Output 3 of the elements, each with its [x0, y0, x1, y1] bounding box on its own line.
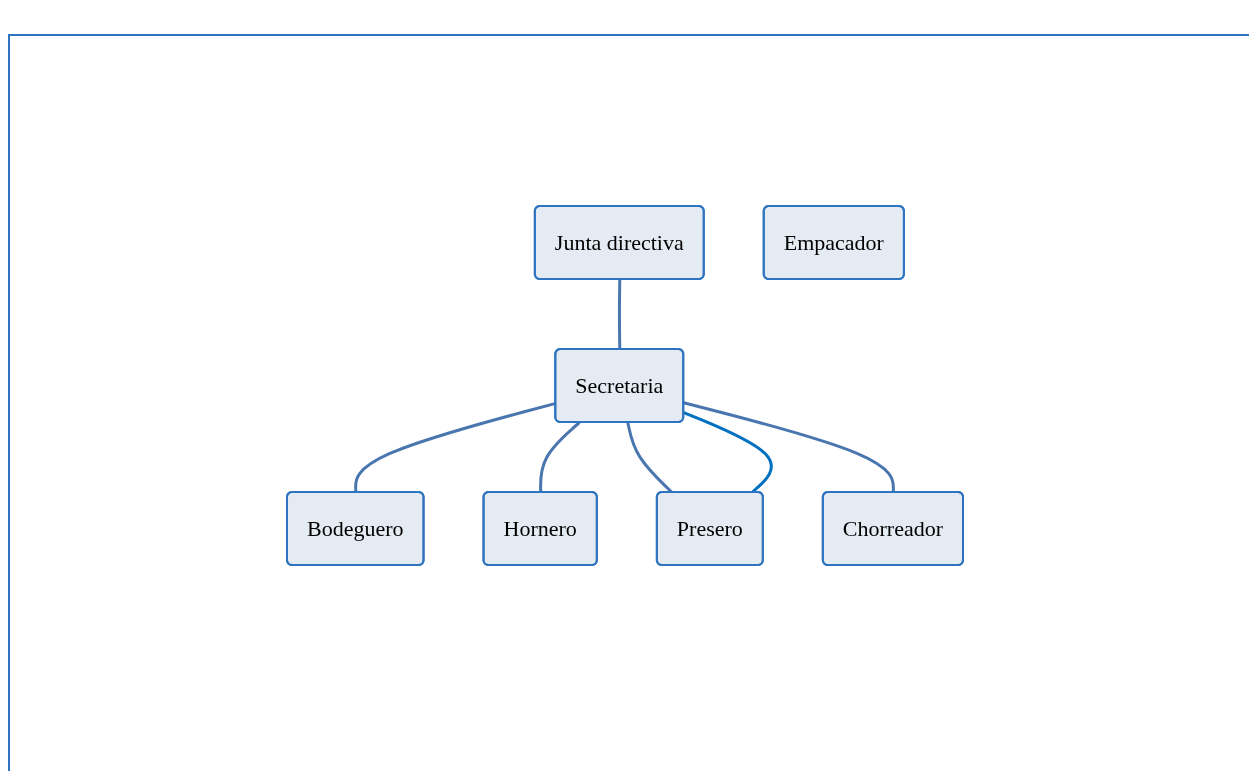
connector: [539, 420, 581, 493]
connector: [683, 400, 895, 493]
connector: [617, 278, 622, 350]
